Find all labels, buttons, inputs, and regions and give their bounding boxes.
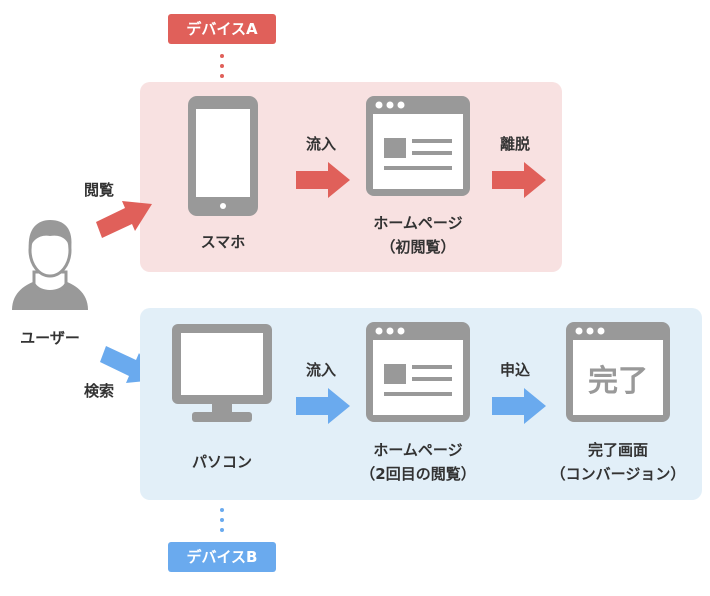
user-label: ユーザー: [20, 329, 80, 347]
webpage-icon: [366, 96, 470, 196]
connector-dot: [220, 64, 224, 68]
flow-label-apply: 申込: [499, 361, 530, 379]
connector-dot: [220, 518, 224, 522]
desktop-pc-icon: [172, 324, 272, 422]
connector-dot: [220, 528, 224, 532]
device-a-tag: デバイスA: [168, 14, 276, 44]
user-icon: [12, 220, 88, 310]
exit-arrow-icon: [492, 162, 546, 198]
completion-label-line1: 完了画面: [587, 441, 648, 459]
browse-arrow-icon: [96, 201, 152, 238]
smartphone-label: スマホ: [200, 233, 246, 251]
completion-page-icon: [566, 322, 670, 422]
completion-label-line2: （コンバージョン）: [550, 465, 686, 483]
webpage-icon: [366, 322, 470, 422]
flow-arrow-icon: [296, 162, 350, 198]
arrow-label-search: 検索: [84, 382, 115, 400]
flow-label-inflow-a: 流入: [305, 135, 336, 153]
webpage-label-b-line2: （2回目の閲覧）: [360, 465, 476, 483]
connector-dot: [220, 74, 224, 78]
apply-arrow-icon: [492, 388, 546, 424]
smartphone-icon: [188, 96, 258, 216]
webpage-label-b-line1: ホームページ: [373, 441, 463, 459]
device-b-tag: デバイスB: [168, 542, 276, 572]
desktop-pc-label: パソコン: [191, 453, 252, 471]
flow-arrow-icon: [296, 388, 350, 424]
webpage-label-a-line1: ホームページ: [373, 214, 463, 232]
webpage-label-a-line2: （初閲覧）: [380, 238, 456, 256]
flow-label-inflow-b: 流入: [305, 361, 336, 379]
completion-icon-text: 完了: [588, 364, 648, 399]
connector-dot: [220, 508, 224, 512]
connector-dot: [220, 54, 224, 58]
arrow-label-browse: 閲覧: [84, 181, 115, 199]
flow-label-exit: 離脱: [499, 135, 530, 153]
